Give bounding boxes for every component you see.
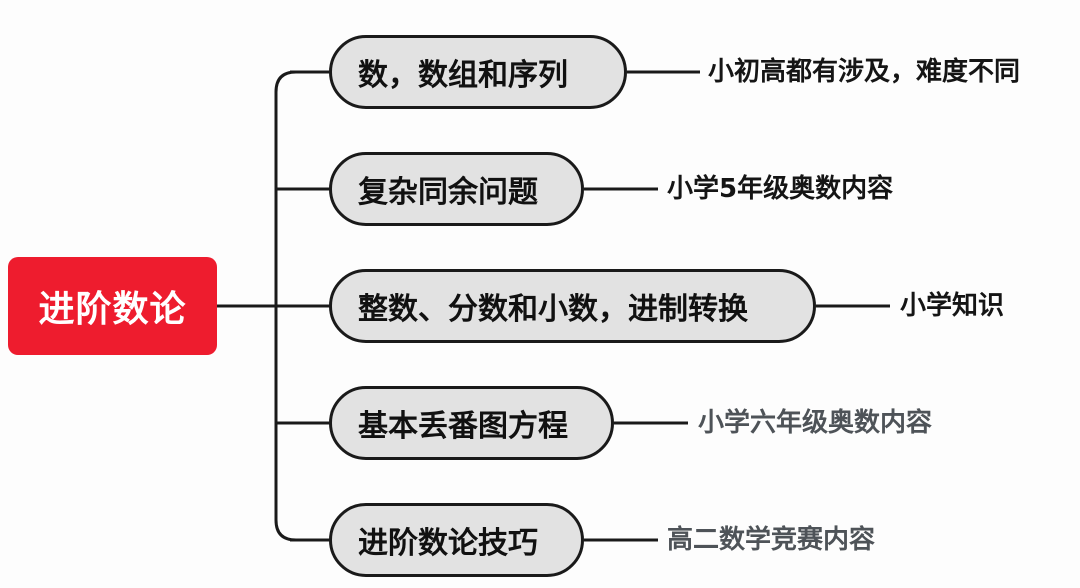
- note-sequences: 小初高都有涉及，难度不同: [708, 57, 1021, 87]
- branch-topic-sequences[interactable]: 数，数组和序列: [329, 35, 627, 109]
- root-topic[interactable]: 进阶数论: [8, 257, 217, 355]
- branch-topic-advanced-techniques[interactable]: 进阶数论技巧: [329, 503, 584, 577]
- branch-topic-congruence[interactable]: 复杂同余问题: [329, 152, 584, 226]
- branch-topic-diophantine[interactable]: 基本丢番图方程: [329, 386, 614, 460]
- note-advanced-techniques: 高二数学竞赛内容: [667, 525, 876, 555]
- note-congruence: 小学5年级奥数内容: [667, 174, 894, 204]
- note-diophantine: 小学六年级奥数内容: [698, 408, 933, 438]
- note-number-bases: 小学知识: [900, 291, 1005, 321]
- branch-topic-number-bases[interactable]: 整数、分数和小数，进制转换: [329, 269, 816, 343]
